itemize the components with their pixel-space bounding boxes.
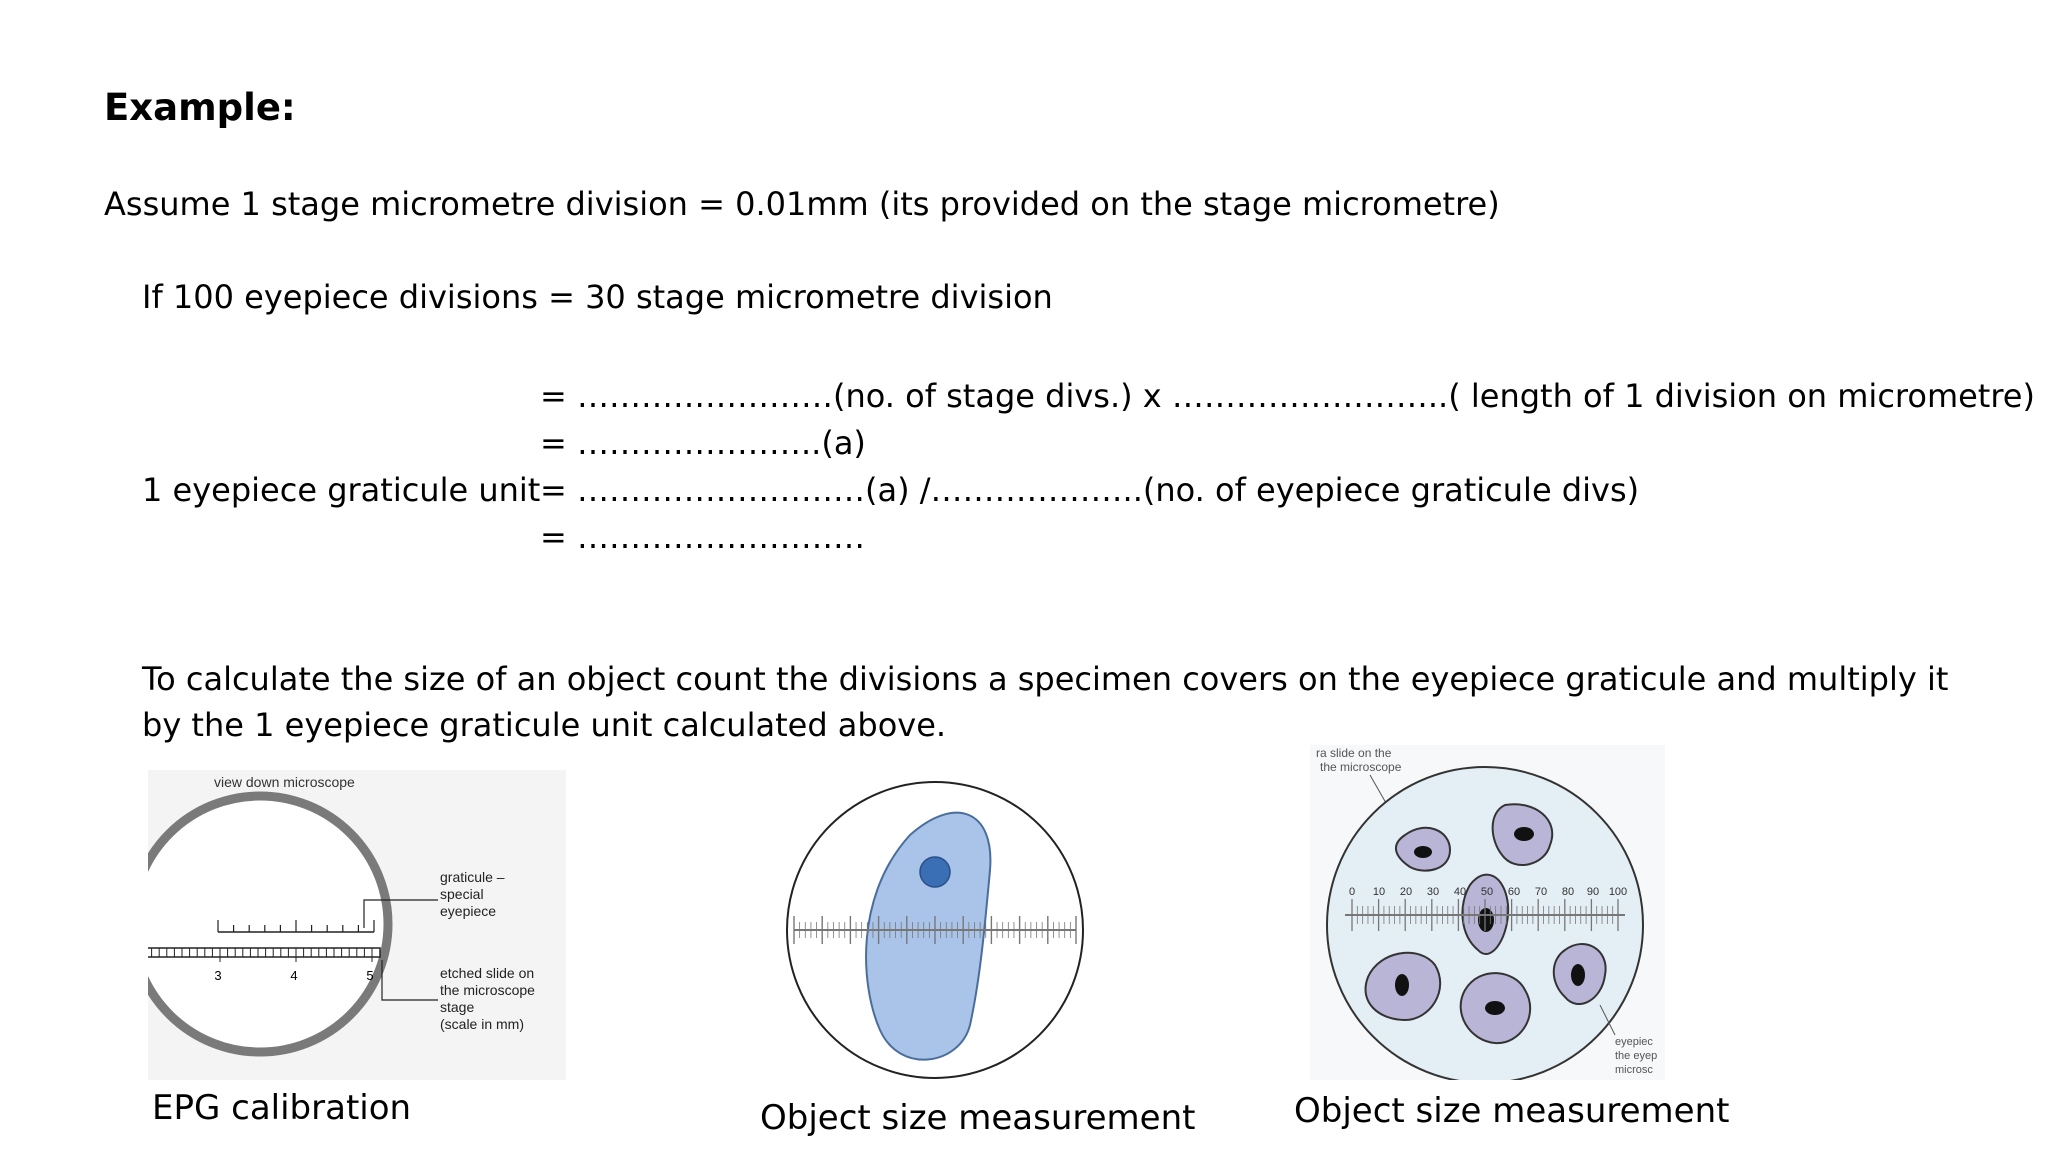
object-measurement-figure-2: ra slide on the the microscope 0 10 20 3… (1310, 745, 1665, 1080)
heading: Example: (104, 86, 296, 129)
calibration-if-line: If 100 eyepiece divisions = 30 stage mic… (142, 278, 1053, 316)
object-measurement-figure-1 (780, 775, 1090, 1085)
epg-caption: EPG calibration (152, 1088, 412, 1128)
graticule-label-line: graticule – (440, 869, 505, 885)
stage-micrometer-scale (148, 947, 381, 958)
calibration-eq1: = ……………………(no. of stage divs.) x …………………… (540, 377, 2035, 415)
specimen-nucleus (919, 856, 951, 888)
scale-number: 3 (214, 968, 221, 983)
graticule-ticks (1351, 899, 1619, 931)
label-pointer-line (1599, 1004, 1616, 1036)
epg-top-label: view down microscope (214, 774, 355, 790)
specimen-cell (865, 811, 992, 1061)
cell-nucleus (1395, 974, 1409, 996)
instruction-paragraph: To calculate the size of an object count… (142, 660, 1949, 744)
scale-number: 4 (290, 968, 297, 983)
scale-number: 40 (1454, 886, 1466, 898)
graticule-pointer-line (363, 899, 438, 928)
cell-nucleus (1414, 846, 1432, 858)
scale-number: 10 (1373, 886, 1385, 898)
cell-nucleus (1485, 1001, 1505, 1015)
object-caption-2: Object size measurement (1294, 1091, 1730, 1131)
graticule-label-line: eyepiece (440, 903, 496, 919)
graticule-ticks (793, 916, 1077, 944)
side-label-line: the eyep (1615, 1050, 1657, 1062)
graticule-label-line: special (440, 886, 484, 902)
top-label-line: ra slide on the (1316, 746, 1392, 760)
calibration-eq4: = ……………………… (540, 518, 865, 556)
cell-nucleus (1514, 827, 1534, 841)
scale-number: 20 (1400, 886, 1412, 898)
slide-label-line: (scale in mm) (440, 1016, 524, 1032)
slide-pointer-line (381, 960, 438, 1001)
stage-micrometer-ticks (151, 948, 373, 962)
calibration-eq3: = ………………………(a) /………………..(no. of eyepiece… (540, 471, 1640, 509)
scale-number: 50 (1481, 886, 1493, 898)
graticule-unit-label: 1 eyepiece graticule unit (142, 471, 541, 509)
scale-number: 70 (1535, 886, 1547, 898)
scale-number: 90 (1587, 886, 1599, 898)
epg-calibration-figure: view down microscope 3 4 5 graticule – s… (148, 770, 566, 1080)
assumption-text: Assume 1 stage micrometre division = 0.0… (104, 185, 1500, 223)
scale-number: 100 (1609, 886, 1627, 898)
scale-number: 30 (1427, 886, 1439, 898)
scale-number: 5 (366, 968, 373, 983)
calibration-eq2: = …………………..(a) (540, 424, 866, 462)
field-of-view-ring (148, 791, 393, 1057)
graticule-numbers: 0 10 20 30 40 50 60 70 80 90 100 (1349, 886, 1627, 898)
side-label-line: microsc (1615, 1064, 1653, 1076)
top-label-line: the microscope (1320, 760, 1402, 774)
scale-number: 0 (1349, 886, 1355, 898)
graticule-ticks (217, 920, 375, 932)
side-label-line: eyepiec (1615, 1036, 1653, 1048)
cell-nucleus (1571, 964, 1585, 986)
object-caption-1: Object size measurement (760, 1098, 1196, 1138)
scale-number: 60 (1508, 886, 1520, 898)
slide-label-line: the microscope (440, 982, 535, 998)
slide-label-line: etched slide on (440, 965, 534, 981)
cell-nucleus (1478, 908, 1494, 932)
slide-label-line: stage (440, 999, 474, 1015)
cells-group (1364, 803, 1607, 1045)
scale-number: 80 (1562, 886, 1574, 898)
